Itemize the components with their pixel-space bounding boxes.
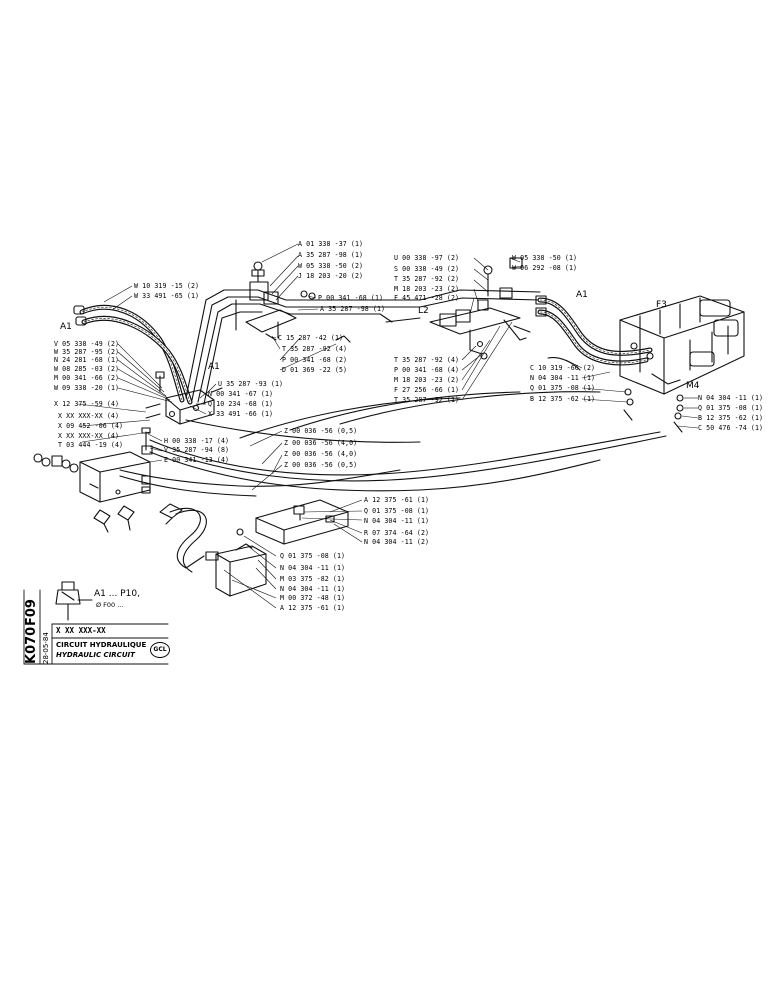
part-label: M 18 203 -23 (2) (394, 376, 460, 384)
part-label: M 00 372 -48 (1) (280, 594, 346, 602)
bottom-left-couplings (93, 503, 183, 533)
part-label: X 09 452 -06 (4) (58, 422, 124, 430)
part-label: Z 00 036 -56 (4,0) (284, 439, 358, 447)
part-label: W 33 491 -65 (1) (134, 292, 200, 300)
part-label: A 35 287 -98 (1) (320, 305, 386, 313)
legend-sub: Ø F00 ... (96, 601, 124, 609)
part-label: S 00 338 -49 (2) (394, 265, 460, 273)
part-label: W 05 338 -50 (1) (512, 254, 578, 262)
marker-a1-left: A1 (60, 322, 72, 332)
part-label: X 12 375 -59 (4) (54, 400, 120, 408)
sheet-code-f09: F09 (24, 599, 39, 626)
part-label: Z 00 036 -56 (0,5) (284, 461, 358, 469)
marker-m4: M4 (686, 381, 700, 391)
part-label: N 04 304 -11 (1) (698, 394, 764, 402)
part-label: F 27 256 -66 (1) (394, 386, 460, 394)
title-date: 28-05-84 (42, 632, 50, 664)
right-braided-hose (535, 295, 653, 366)
part-label: M 18 203 -23 (2) (394, 285, 460, 293)
right-fittings (547, 357, 684, 433)
part-label: Z 00 036 -56 (0,5) (284, 427, 358, 435)
part-label: N 00 341 -67 (1) (208, 390, 274, 398)
part-label: T 35 287 -92 (4) (394, 356, 460, 364)
part-label: W 09 338 -20 (1) (54, 384, 120, 392)
part-label: V 05 338 -49 (2) (54, 340, 120, 348)
part-label: T 03 444 -19 (4) (58, 441, 124, 449)
part-label: Q 01 375 -08 (1) (698, 404, 764, 412)
left-braided-hose (73, 304, 193, 405)
steel-tubes-top (185, 289, 541, 405)
part-label: U 35 287 -93 (1) (218, 380, 284, 388)
marker-a1-mid: A1 (208, 362, 220, 372)
part-label: W 35 287 -95 (2) (54, 348, 120, 356)
leader-lines (77, 243, 699, 609)
part-label: A 12 375 -61 (1) (280, 604, 346, 612)
part-label: Q 01 375 -08 (1) (364, 507, 430, 515)
part-label: B 12 375 -62 (1) (530, 395, 596, 403)
distributor-block-f3 (619, 295, 745, 395)
part-label: M 03 375 -82 (1) (280, 575, 346, 583)
upper-center-fittings (245, 261, 351, 343)
part-label: F 45 471 -28 (2) (394, 294, 460, 302)
part-label: W 08 285 -03 (2) (54, 365, 120, 373)
part-label: A 01 338 -37 (1) (298, 240, 364, 248)
part-label: N 24 281 -68 (1) (54, 356, 120, 364)
center-right-frame (385, 257, 531, 360)
part-label: T 35 287 -92 (2) (394, 275, 460, 283)
part-label: C 15 287 -42 (1) (278, 334, 344, 342)
part-label: X XX XXX-XX (4) (58, 412, 120, 420)
part-label: V 35 287 -94 (8) (164, 446, 230, 454)
part-label: P 00 341 -68 (4) (394, 366, 460, 374)
marker-l2: L2 (418, 306, 429, 316)
part-label: C 10 319 -66 (2) (530, 364, 596, 372)
part-label: N 04 304 -11 (1) (364, 517, 430, 525)
part-label: R 07 374 -64 (2) (364, 529, 430, 537)
part-label: X 33 491 -66 (1) (208, 410, 274, 418)
lower-hose-loop (169, 507, 207, 573)
part-label: P 00 341 -68 (1) (318, 294, 384, 302)
part-label: N 04 304 -11 (1) (280, 585, 346, 593)
legend-range: A1 ... P10, (94, 589, 140, 599)
part-label: H 00 338 -17 (4) (164, 437, 230, 445)
title-en: HYDRAULIC CIRCUIT (56, 651, 135, 659)
part-label: B 12 375 -62 (1) (698, 414, 764, 422)
marker-a1-right: A1 (576, 290, 588, 300)
part-label: P 00 341 -68 (2) (282, 356, 348, 364)
part-label: T 35 287 -92 (1) (394, 396, 460, 404)
part-label: N 04 304 -11 (2) (364, 538, 430, 546)
part-label: A 35 287 -98 (1) (298, 251, 364, 259)
long-lines (119, 391, 667, 497)
marker-f3: F3 (656, 300, 667, 310)
manufacturer-logo: GCL (150, 642, 170, 658)
lower-mid-block (205, 528, 267, 597)
part-label: Q 10 234 -68 (1) (208, 400, 274, 408)
part-label: W 10 319 -15 (2) (134, 282, 200, 290)
sheet-code-k070: K070 (24, 626, 39, 664)
part-label: N 04 304 -11 (1) (530, 374, 596, 382)
part-label: A 12 375 -61 (1) (364, 496, 430, 504)
part-label: Q 01 375 -08 (1) (530, 384, 596, 392)
legend-hose-end (55, 581, 93, 621)
part-label: E 00 341 -13 (4) (164, 456, 230, 464)
part-label: W 06 292 -08 (1) (512, 264, 578, 272)
left-fittings (33, 453, 79, 473)
part-label: C 50 476 -74 (1) (698, 424, 764, 432)
title-ref: X XX XXX-XX (56, 626, 106, 635)
part-label: Z 00 036 -56 (4,0) (284, 450, 358, 458)
title-fr: CIRCUIT HYDRAULIQUE (56, 641, 147, 649)
part-label: J 18 203 -20 (2) (298, 272, 364, 280)
part-label: M 00 341 -66 (2) (54, 374, 120, 382)
part-label: T 35 287 -92 (4) (282, 345, 348, 353)
part-label: N 04 304 -11 (1) (280, 564, 346, 572)
part-label: U 00 338 -97 (2) (394, 254, 460, 262)
part-label: Q 01 375 -08 (1) (280, 552, 346, 560)
part-label: X XX XXX-XX (4) (58, 432, 120, 440)
part-label: W 05 338 -50 (2) (298, 262, 364, 270)
title-block-frame (23, 589, 169, 665)
part-label: D 01 369 -22 (5) (282, 366, 348, 374)
